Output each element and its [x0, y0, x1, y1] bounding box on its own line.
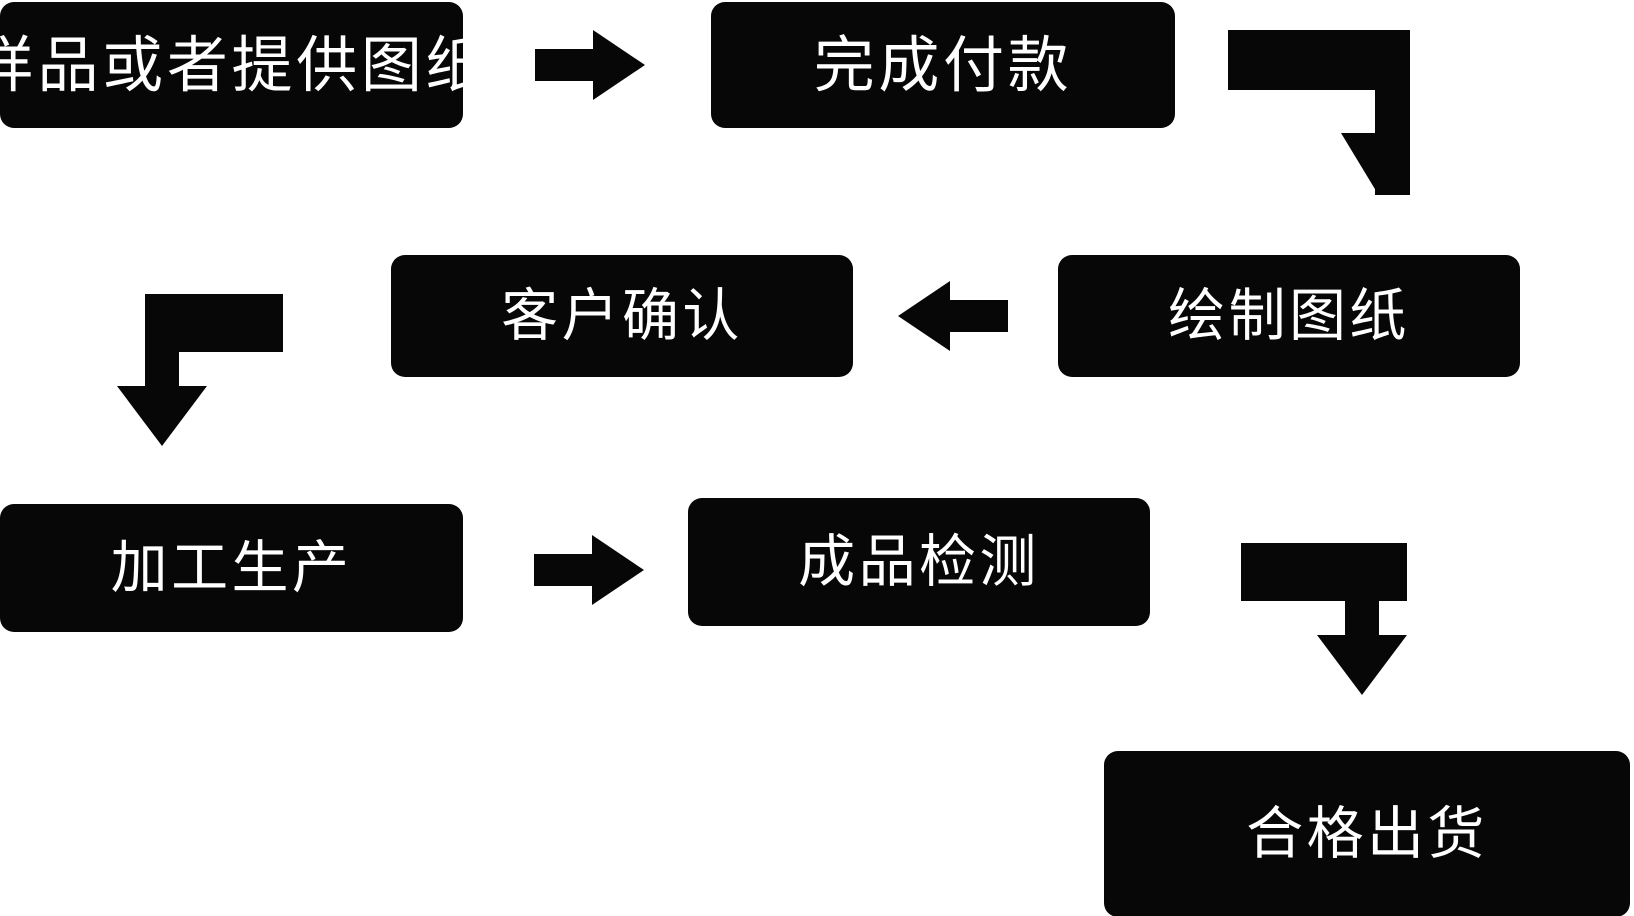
flow-node-draw-drawing[interactable]: 绘制图纸: [1058, 255, 1520, 377]
flow-node-label: 客户确认: [501, 283, 743, 348]
arrow-right-icon: [535, 30, 645, 100]
flow-node-label: 加工生产: [110, 535, 353, 600]
flow-node-qualified-shipment[interactable]: 合格出货: [1104, 751, 1630, 916]
flow-node-label: 样品或者提供图纸: [0, 30, 491, 99]
elbow-right-down-arrow-icon: [1241, 543, 1407, 695]
flow-node-product-inspection[interactable]: 成品检测: [688, 498, 1150, 626]
elbow-left-down-arrow-icon: [117, 294, 283, 446]
flow-node-label: 合格出货: [1246, 801, 1488, 866]
arrow-left-icon: [898, 281, 1008, 351]
flow-node-sample-or-drawing[interactable]: 样品或者提供图纸: [0, 2, 486, 128]
flow-node-complete-payment[interactable]: 完成付款: [711, 2, 1175, 128]
arrow-right-icon: [534, 535, 644, 605]
flow-node-label: 完成付款: [813, 30, 1073, 99]
flow-node-production[interactable]: 加工生产: [0, 504, 463, 632]
flow-node-customer-confirm[interactable]: 客户确认: [391, 255, 853, 377]
elbow-right-down-arrow-icon: [1228, 30, 1410, 195]
flow-node-label: 成品检测: [798, 529, 1040, 594]
flow-node-label: 绘制图纸: [1168, 283, 1410, 348]
